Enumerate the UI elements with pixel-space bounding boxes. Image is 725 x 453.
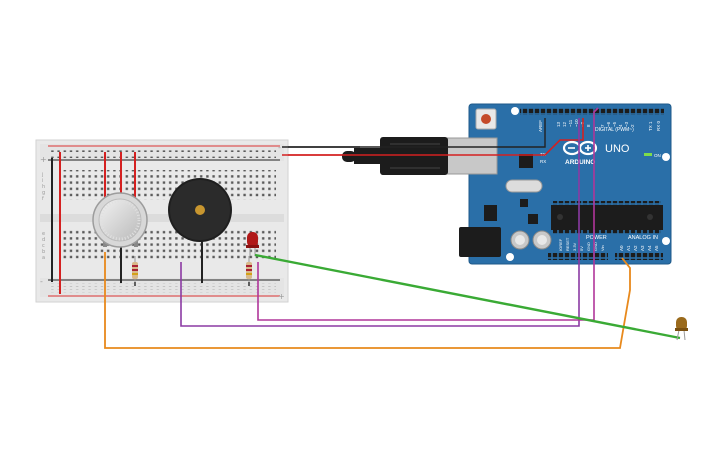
pin-label: 12 [562,121,567,127]
usb-cable[interactable] [288,137,448,175]
pin-label: Vin [600,245,605,251]
pin-label: ~10 [574,119,579,127]
row-letter: f [42,196,44,202]
black-wire[interactable] [282,118,546,148]
pin-label: GND [586,242,591,251]
pin-label: 2 [630,124,635,127]
external-led[interactable] [675,317,688,341]
on-label: ON [654,153,661,158]
red-led[interactable] [246,232,259,256]
pin-label: ~6 [606,121,611,127]
row-letter: d [42,237,45,243]
pin-label: 5V [579,246,584,251]
top-power-rail [40,144,284,161]
row-letter: c [42,243,45,249]
pin-label: 7 [600,124,605,127]
on-led [644,153,652,156]
pin-label: ~3 [624,121,629,127]
digital-header[interactable] [520,108,664,115]
pin-label: 4 [618,124,623,127]
pin-label: A3 [640,245,645,251]
row-letters-bottom: e d c b a [42,231,45,261]
red-wire[interactable] [282,118,584,156]
pin-label: A4 [647,245,652,251]
pin-label: GND [593,242,598,251]
top-rail-plus-label: + [40,155,47,164]
arduino-logo-icon [562,140,598,156]
pin-label: 8 [586,124,591,127]
green-wire[interactable] [254,253,681,340]
resistor[interactable] [132,256,138,286]
piezo-buzzer[interactable] [168,178,232,242]
usb-socket [446,137,498,175]
row-letter: j [41,172,43,178]
bottom-rail-minus-label: - [40,277,43,286]
arduino-brand-label: ARDUINO [565,159,595,166]
row-letter: e [42,231,45,237]
pin-label: A0 [619,245,624,251]
row-letter: h [42,184,45,190]
power-label: POWER [586,235,607,241]
wires [104,107,681,349]
purple-wire[interactable] [180,118,580,327]
pin-label: 3.3V [572,242,577,251]
row-letter: b [42,249,45,255]
pin-label: IOREF [558,238,563,251]
analog-label: ANALOG IN [628,235,658,241]
pin-label: ~5 [612,121,617,127]
pin-label: RX 0 [656,120,661,131]
bottom-power-rail [40,278,284,297]
pin-label: TX 1 [648,121,653,131]
row-letters-top: j i h g f [41,172,45,202]
row-letter: g [42,190,45,196]
row-letter: a [42,255,45,261]
resistor[interactable] [246,256,252,286]
row-letter: i [42,178,43,184]
analog-header[interactable] [615,253,663,260]
pin-label: A2 [633,245,638,251]
pin-label: RESET [565,237,570,251]
oscillator [505,179,543,193]
breadboard: + - - + j i h g f e d c b a [35,139,289,303]
analog-pin-labels: A0 A1 A2 A3 A4 A5 [619,245,659,251]
aref-label: AREF [538,120,543,132]
pin-label: A5 [654,245,659,251]
bottom-rail-plus-label: + [278,292,285,301]
orange-wire[interactable] [104,252,631,349]
pin-label: 13 [556,121,561,127]
rx-label: RX [540,159,546,164]
atmega-chip [551,205,663,230]
arduino-model-label: UNO [605,143,630,155]
power-pin-labels: IOREF RESET 3.3V 5V GND GND Vin [558,237,605,251]
gas-sensor[interactable] [92,192,148,248]
power-jack [459,227,501,257]
top-rail-minus-label: - [278,143,281,152]
pin-label: ~11 [568,119,573,127]
breadboard-jumpers [51,152,250,294]
arduino-uno[interactable]: ARDUINO UNO DIGITAL (PWM~) POWER ANALOG … [446,103,672,265]
digital-label: DIGITAL (PWM~) [595,127,634,133]
power-header[interactable] [548,253,608,260]
pin-label: A1 [626,245,631,251]
